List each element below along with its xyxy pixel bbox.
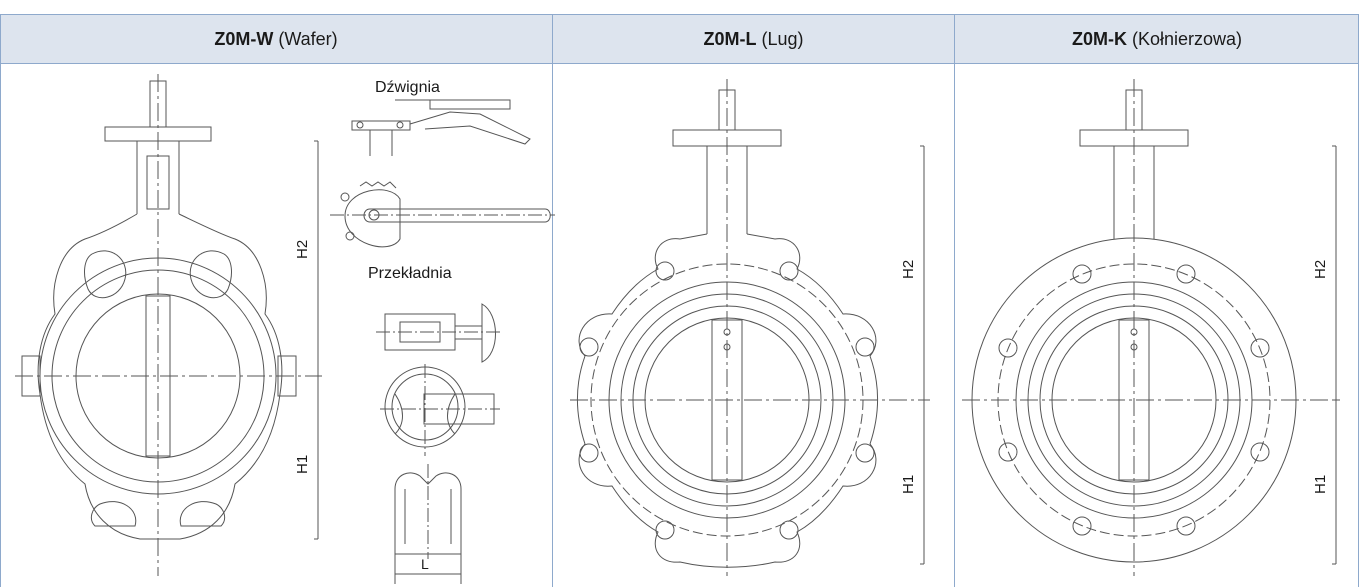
body-hole xyxy=(90,501,137,527)
technical-drawings: Dźwignia Przekładnia L H2 H1 H2 H1 H2 H1 xyxy=(15,74,1340,584)
table-divider-2 xyxy=(954,14,955,587)
header-lug: Z0M-L (Lug) xyxy=(553,15,954,63)
dimension-ticks xyxy=(920,145,928,565)
bolt-hole xyxy=(579,337,599,357)
dimension-label-h1: H1 xyxy=(294,455,311,474)
model-variant: (Wafer) xyxy=(278,28,338,49)
valve-types-table: Z0M-W (Wafer) Z0M-L (Lug) Z0M-K (Kołnier… xyxy=(0,14,1359,587)
header-flanged: Z0M-K (Kołnierzowa) xyxy=(955,15,1359,63)
dimension-label-h1: H1 xyxy=(900,475,917,494)
lever-hole xyxy=(345,231,355,241)
bolt-holes xyxy=(998,264,1270,536)
body-hole xyxy=(179,501,226,527)
bolt-hole xyxy=(1176,516,1196,536)
bolt-hole xyxy=(998,442,1018,462)
body-hole xyxy=(84,250,127,299)
disc-stem xyxy=(145,295,171,457)
body-section xyxy=(394,472,462,555)
bolt-hole xyxy=(1250,442,1270,462)
dimension-label-h2: H2 xyxy=(1312,260,1329,279)
handwheel-spokes xyxy=(394,393,456,435)
neck-detail xyxy=(146,155,170,210)
model-variant: (Kołnierzowa) xyxy=(1131,28,1243,49)
disc-stem xyxy=(1118,319,1150,481)
lever-hole xyxy=(340,192,350,202)
dimension-ticks xyxy=(314,140,322,540)
bolt-holes xyxy=(579,261,875,540)
neck xyxy=(136,141,180,214)
bolt xyxy=(396,121,404,129)
bolt-hole xyxy=(1072,516,1092,536)
lever-handle-top xyxy=(363,208,551,223)
body-outline xyxy=(37,213,283,540)
bolt-hole xyxy=(1176,264,1196,284)
bolt-hole xyxy=(655,520,675,540)
gearbox-detail xyxy=(376,303,500,456)
gearbox-label: Przekładnia xyxy=(368,265,452,282)
table-header-row: Z0M-W (Wafer) Z0M-L (Lug) Z0M-K (Kołnier… xyxy=(0,14,1359,64)
bolt-hole xyxy=(855,443,875,463)
handwheel-side xyxy=(481,303,496,363)
top-strip xyxy=(0,0,1359,14)
neck xyxy=(1113,146,1155,239)
bolt-hole xyxy=(655,261,675,281)
neck xyxy=(706,146,748,234)
dimension-label-h1: H1 xyxy=(1312,475,1329,494)
lever-label: Dźwignia xyxy=(375,79,440,96)
lever-notch-plate xyxy=(344,189,401,248)
table-border-left xyxy=(0,14,1,587)
model-code: Z0M-W xyxy=(214,28,274,49)
bolt-hole xyxy=(855,337,875,357)
lug-valve-drawing xyxy=(570,79,930,576)
bolt-hole xyxy=(1072,264,1092,284)
bolt-hole xyxy=(779,520,799,540)
disc-stem xyxy=(711,319,743,481)
face-to-face-detail xyxy=(394,464,462,584)
dimension-label-h2: H2 xyxy=(900,260,917,279)
bolt xyxy=(356,121,364,129)
model-code: Z0M-L xyxy=(703,28,757,49)
bolt-hole xyxy=(1250,338,1270,358)
lever-arm xyxy=(395,99,511,110)
dimension-ticks xyxy=(1332,145,1340,565)
lever-base xyxy=(351,120,411,131)
lever-teeth xyxy=(359,181,397,189)
lever-neck xyxy=(369,130,393,156)
model-code: Z0M-K xyxy=(1071,28,1127,49)
body-hole xyxy=(189,250,232,299)
dimension-label-l: L xyxy=(421,556,429,572)
header-wafer: Z0M-W (Wafer) xyxy=(0,15,552,63)
table-divider-1 xyxy=(552,14,553,587)
bolt-hole xyxy=(579,443,599,463)
lever-handle xyxy=(409,111,531,145)
lever-detail xyxy=(330,99,555,248)
dimension-label-h2: H2 xyxy=(294,240,311,259)
flanged-valve-drawing xyxy=(962,79,1340,576)
body-section-inner xyxy=(404,489,452,544)
model-variant: (Lug) xyxy=(761,28,804,49)
wafer-valve-drawing xyxy=(15,74,322,576)
bolt-hole xyxy=(998,338,1018,358)
bolt-hole xyxy=(779,261,799,281)
